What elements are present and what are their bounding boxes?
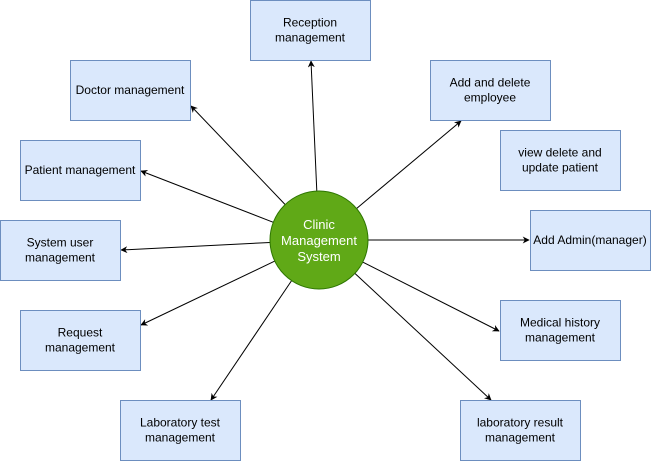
edges-layer (120, 60, 530, 401)
node-box-system-user (0, 220, 121, 281)
node-label-medical-history-line-1: management (525, 331, 596, 345)
node-box-medical-history (500, 300, 621, 361)
node-label-laboratory-result-line-1: management (485, 431, 556, 445)
edge-to-system-user (120, 242, 271, 254)
edge-to-medical-history (362, 261, 500, 332)
edge-to-request (140, 260, 276, 326)
edge-to-doctor (190, 105, 286, 205)
node-patient: Patient management (20, 140, 141, 201)
node-label-add-admin-line-0: Add Admin(manager) (533, 233, 646, 247)
node-label-system-user-line-0: System user (27, 236, 94, 250)
node-label-laboratory-result-line-0: laboratory result (477, 416, 564, 430)
node-label-add-delete-employee-line-0: Add and delete (450, 76, 531, 90)
node-box-laboratory-result (460, 400, 581, 461)
edge-to-laboratory-test (210, 280, 293, 401)
node-box-patient (20, 140, 141, 201)
node-label-view-delete-update-patient-line-0: view delete and (518, 146, 601, 160)
node-add-admin: Add Admin(manager) (530, 210, 651, 271)
edge-to-reception (307, 60, 318, 192)
node-box-view-delete-update-patient (500, 130, 621, 191)
node-box-reception (250, 0, 371, 61)
node-label-view-delete-update-patient-line-1: update patient (522, 161, 599, 175)
node-doctor: Doctor management (70, 60, 191, 121)
edge-to-laboratory-result (354, 273, 492, 401)
center-label-line-2: System (297, 249, 340, 264)
edge-to-add-delete-employee (356, 120, 462, 209)
center-circle (269, 190, 369, 290)
node-label-laboratory-test-line-1: management (145, 431, 216, 445)
node-label-laboratory-test-line-0: Laboratory test (140, 416, 221, 430)
node-label-reception-line-1: management (275, 31, 346, 45)
node-label-doctor-line-0: Doctor management (76, 83, 185, 97)
node-box-request (20, 310, 141, 371)
node-box-doctor (70, 60, 191, 121)
edge-to-patient (140, 170, 274, 223)
node-label-reception-line-0: Reception (283, 16, 337, 30)
node-label-request-line-0: Request (58, 326, 103, 340)
node-label-medical-history-line-0: Medical history (520, 316, 600, 330)
node-label-patient-line-0: Patient management (25, 163, 136, 177)
node-label-add-delete-employee-line-1: employee (464, 91, 516, 105)
node-label-request-line-1: management (45, 341, 116, 355)
node-box-laboratory-test (120, 400, 241, 461)
node-box-add-delete-employee (430, 60, 551, 121)
node-label-system-user-line-1: management (25, 251, 96, 265)
center-label-line-0: Clinic (303, 217, 335, 232)
center-label-line-1: Management (281, 233, 357, 248)
node-box-add-admin (530, 210, 651, 271)
